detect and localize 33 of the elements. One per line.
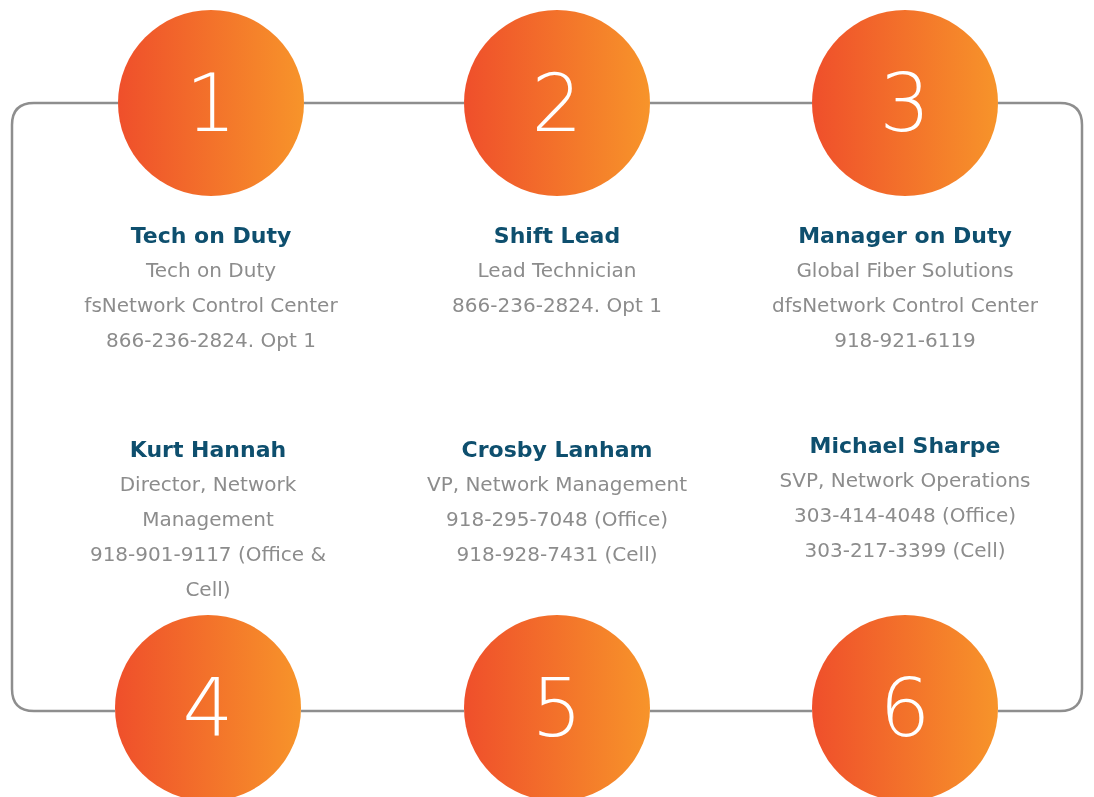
contact-detail: Lead Technician xyxy=(476,257,638,284)
contact-title: Kurt Hannah xyxy=(128,436,288,464)
contact-detail: 866-236-2824. Opt 1 xyxy=(451,292,663,319)
contact-detail: 918-901-9117 (Office & Cell) xyxy=(88,541,328,603)
step-number-circle: 2 xyxy=(464,10,650,196)
contact-title: Shift Lead xyxy=(492,222,622,250)
contact-detail: 918-295-7048 (Office) xyxy=(445,506,669,533)
contact-detail: fsNetwork Control Center xyxy=(83,292,339,319)
connector-line xyxy=(10,101,118,713)
contact-detail: 918-928-7431 (Cell) xyxy=(455,541,659,568)
contact-title: Crosby Lanham xyxy=(460,436,654,464)
contact-detail: dfsNetwork Control Center xyxy=(771,292,1039,319)
connector-line xyxy=(998,101,1084,713)
step-number-circle: 4 xyxy=(115,615,301,797)
step-number-circle: 5 xyxy=(464,615,650,797)
contact-detail: VP, Network Management xyxy=(425,471,689,498)
contact-title: Manager on Duty xyxy=(797,222,1013,250)
step-number-circle: 1 xyxy=(118,10,304,196)
step-number-circle: 6 xyxy=(812,615,998,797)
connector-line xyxy=(650,709,812,713)
contact-detail: 918-921-6119 xyxy=(833,327,977,354)
contact-detail: Tech on Duty xyxy=(144,257,278,284)
connector-line xyxy=(650,101,812,105)
contact-title: Michael Sharpe xyxy=(808,432,1002,460)
step-number-circle: 3 xyxy=(812,10,998,196)
connector-line xyxy=(304,101,464,105)
contact-detail: Global Fiber Solutions xyxy=(795,257,1015,284)
contact-title: Tech on Duty xyxy=(129,222,293,250)
contact-detail: 303-217-3399 (Cell) xyxy=(803,537,1007,564)
contact-detail: Director, Network Management xyxy=(118,471,298,533)
contact-detail: 866-236-2824. Opt 1 xyxy=(105,327,317,354)
contact-detail: 303-414-4048 (Office) xyxy=(793,502,1017,529)
contact-detail: SVP, Network Operations xyxy=(778,467,1032,494)
